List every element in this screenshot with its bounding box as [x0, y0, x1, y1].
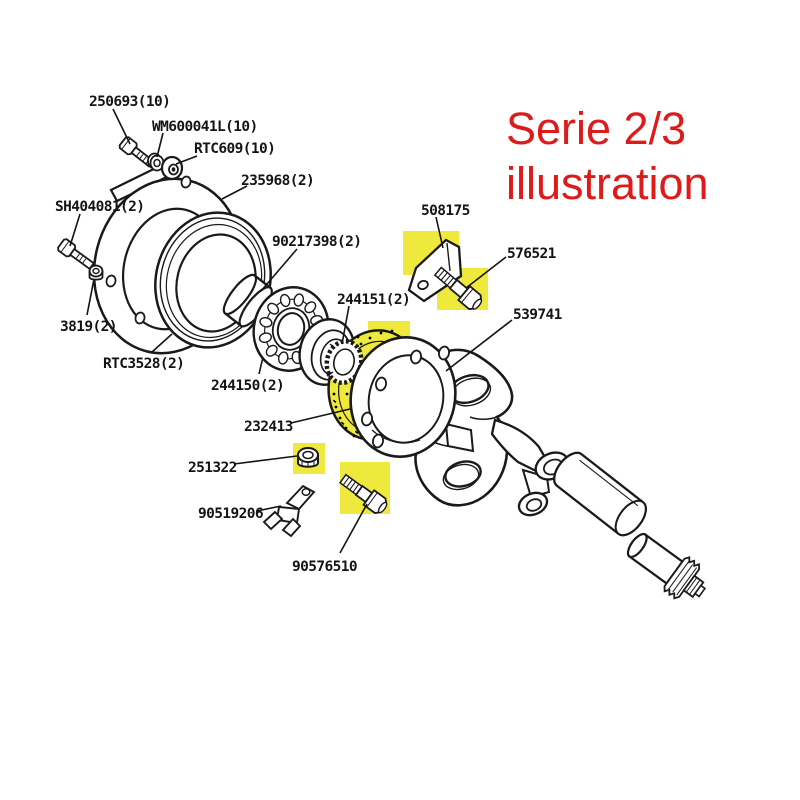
leader-90519206 [256, 505, 282, 512]
bolt-90576510-part [338, 473, 388, 514]
spacer-collar [222, 273, 273, 328]
leader-250693 [112, 108, 131, 145]
part-label-rtc3528: RTC3528(2) [103, 356, 184, 372]
part-label-sh404081: SH404081(2) [55, 199, 144, 215]
nut-251322-part [297, 447, 319, 468]
part-label-232413: 232413 [244, 419, 293, 435]
part-label-576521: 576521 [507, 246, 557, 262]
part-label-539741: 539741 [513, 307, 563, 323]
part-label-90576510: 90576510 [292, 559, 357, 575]
leader-90576510 [339, 503, 368, 554]
series-title-line1: Serie 2/3 [506, 103, 686, 154]
axle-shaft-pinion [626, 532, 707, 600]
part-label-rtc609: RTC609(10) [194, 141, 275, 157]
part-label-251322: 251322 [188, 460, 237, 476]
nut-3819-part [88, 264, 104, 281]
leader-3819 [86, 278, 95, 316]
joint-sleeve [553, 451, 647, 537]
part-label-90217398: 90217398(2) [272, 234, 361, 250]
leader-sh404081 [69, 213, 81, 247]
grommet-rtc609-part [160, 155, 184, 181]
lock-clip [262, 484, 316, 538]
leader-rtc3528 [151, 333, 173, 353]
lock-tab [407, 238, 463, 303]
leader-251322 [233, 455, 298, 465]
series-title-line2: illustration [506, 158, 709, 209]
part-label-90519206: 90519206 [198, 506, 263, 522]
hub-flange [349, 336, 457, 458]
part-label-3819: 3819(2) [60, 319, 117, 335]
part-label-wm600041l: WM600041L(10) [152, 119, 258, 135]
leader-wm600041l [156, 132, 164, 158]
leader-rtc609 [175, 155, 198, 165]
leader-235968 [221, 185, 248, 200]
leader-lines [69, 108, 513, 554]
leader-90217398 [260, 248, 298, 292]
leader-244151 [341, 305, 350, 345]
part-label-250693: 250693(10) [89, 94, 170, 110]
leader-576521 [465, 256, 507, 289]
part-labels: 250693(10) WM600041L(10) RTC609(10) 2359… [55, 94, 563, 575]
part-label-244151: 244151(2) [337, 292, 410, 308]
part-label-244150: 244150(2) [211, 378, 284, 394]
bolt-sh404081-part [57, 238, 96, 271]
bolt-576521-part [433, 266, 483, 310]
series-title: Serie 2/3 illustration [506, 103, 709, 209]
leader-508175 [435, 216, 444, 249]
part-label-235968: 235968(2) [241, 173, 314, 189]
part-label-508175: 508175 [421, 203, 470, 219]
leader-244150 [258, 356, 264, 375]
leader-539741 [445, 319, 513, 372]
leader-232413 [290, 408, 351, 424]
